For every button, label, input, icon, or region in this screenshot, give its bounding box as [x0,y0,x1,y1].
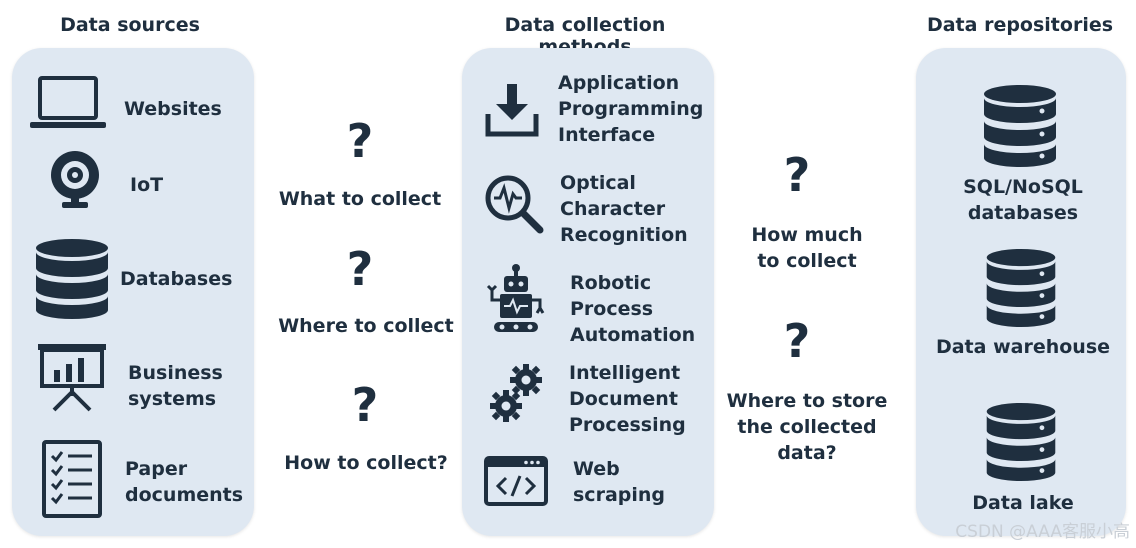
presentation-chart-icon [38,344,106,412]
checklist-icon [42,440,102,518]
source-label-websites: Websites [124,98,222,120]
question-mark-where-to-store: ? [783,314,811,368]
method-label-api: Application Programming Interface [558,72,704,146]
method-label-web-scraping: Web scraping [573,458,666,506]
source-label-business-systems: Business systems [128,362,223,410]
database-icon [986,402,1056,482]
method-label-idp: Intelligent Document Processing [569,362,686,436]
watermark-text: CSDN @AAA客服小高 [955,522,1130,542]
repository-label-data-warehouse: Data warehouse [935,336,1111,358]
method-label-rpa: Robotic Process Automation [570,272,696,346]
question-label-where-to-store: Where to store the collected data? [726,390,888,464]
database-icon [986,248,1056,328]
source-label-iot: IoT [130,174,164,196]
magnifier-waveform-icon [485,175,544,234]
download-icon [485,84,539,137]
question-mark-what: ? [346,114,374,168]
method-label-ocr: Optical Character Recognition [560,172,688,246]
webcam-icon [51,151,99,208]
gears-icon [490,364,542,422]
database-icon [984,85,1056,167]
question-label-where-to-collect: Where to collect [278,315,454,337]
question-mark-how: ? [351,378,379,432]
robot-icon [486,264,545,332]
database-icon [36,239,108,319]
title-data-sources: Data sources [60,14,200,36]
panel-data-collection-methods [462,48,714,536]
question-mark-where: ? [346,242,374,296]
repository-label-data-lake: Data lake [972,492,1074,514]
question-mark-how-much: ? [783,148,811,202]
question-label-what-to-collect: What to collect [278,188,442,210]
question-label-how-to-collect: How to collect? [284,452,448,474]
repository-label-sql-nosql: SQL/NoSQL databases [963,176,1083,224]
source-label-paper-documents: Paper documents [125,458,244,506]
source-label-databases: Databases [120,268,233,290]
title-data-repositories: Data repositories [926,14,1114,36]
laptop-icon [30,76,106,128]
question-label-how-much-to-collect: How much to collect [751,224,863,272]
code-window-icon [484,456,548,506]
